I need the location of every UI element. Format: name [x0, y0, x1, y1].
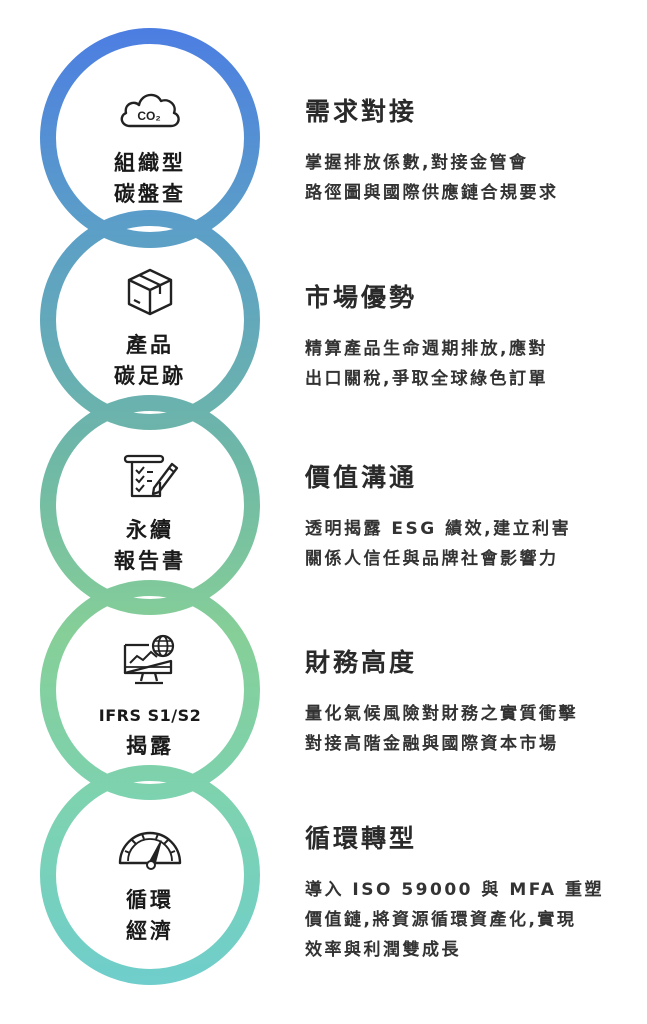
gauge-icon — [115, 818, 185, 874]
ring-1 — [40, 28, 260, 248]
section-title: 價值溝通 — [305, 463, 418, 492]
node-label: 產品 碳足跡 — [114, 333, 186, 388]
node-organization-carbon-inventory: CO₂ 組織型 碳盤查 — [55, 43, 245, 233]
section-demand: 需求對接 掌握排放係數,對接金管會 路徑圖與國際供應鏈合規要求 — [305, 96, 635, 208]
node-ifrs-disclosure: IFRS S1/S2 揭露 — [55, 595, 245, 785]
checklist-pen-icon — [115, 448, 185, 504]
ring-4 — [40, 580, 260, 800]
section-circular: 循環轉型 導入 ISO 59000 與 MFA 重塑 價值鏈,將資源循環資產化,… — [305, 823, 635, 965]
section-description: 精算產品生命週期排放,應對 出口關稅,爭取全球綠色訂單 — [305, 339, 548, 389]
box-icon — [115, 263, 185, 319]
section-title: 市場優勢 — [305, 283, 418, 312]
section-description: 透明揭露 ESG 績效,建立利害 關係人信任與品牌社會影響力 — [305, 519, 572, 569]
node-product-carbon-footprint: 產品 碳足跡 — [55, 225, 245, 415]
node-sustainability-report: 永續 報告書 — [55, 410, 245, 600]
section-description: 導入 ISO 59000 與 MFA 重塑 價值鏈,將資源循環資產化,實現 效率… — [305, 880, 604, 960]
co2-cloud-icon: CO₂ — [115, 81, 185, 137]
section-title: 需求對接 — [305, 97, 418, 126]
section-value: 價值溝通 透明揭露 ESG 績效,建立利害 關係人信任與品牌社會影響力 — [305, 462, 635, 574]
section-description: 掌握排放係數,對接金管會 路徑圖與國際供應鏈合規要求 — [305, 153, 559, 203]
ring-2 — [40, 210, 260, 430]
ring-3 — [40, 395, 260, 615]
node-label: 組織型 碳盤查 — [114, 151, 186, 206]
section-market: 市場優勢 精算產品生命週期排放,應對 出口關稅,爭取全球綠色訂單 — [305, 282, 635, 394]
section-description: 量化氣候風險對財務之實質衝擊 對接高階金融與國際資本市場 — [305, 704, 578, 754]
ring-5 — [40, 765, 260, 985]
section-finance: 財務高度 量化氣候風險對財務之實質衝擊 對接高階金融與國際資本市場 — [305, 647, 635, 759]
section-title: 循環轉型 — [305, 824, 418, 853]
node-label: IFRS S1/S2 揭露 — [98, 706, 202, 758]
section-title: 財務高度 — [305, 648, 418, 677]
globe-monitor-icon — [115, 633, 185, 689]
node-label: 永續 報告書 — [114, 518, 186, 573]
co2-text: CO₂ — [137, 109, 160, 123]
node-label: 循環 經濟 — [126, 888, 174, 943]
node-circular-economy: 循環 經濟 — [55, 780, 245, 970]
